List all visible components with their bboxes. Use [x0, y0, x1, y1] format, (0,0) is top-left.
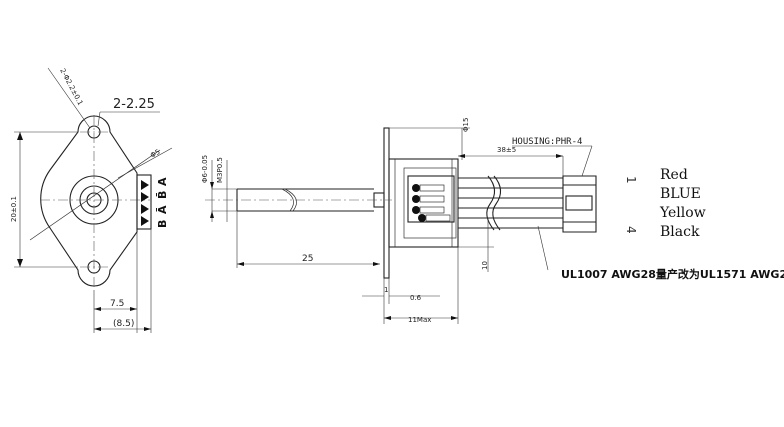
- height-label: 20±0.1: [10, 196, 18, 222]
- dia-15-label: Φ15: [462, 118, 470, 132]
- pin-block: [407, 175, 455, 223]
- flange-plate: [383, 127, 390, 279]
- wire-blue: BLUE: [660, 186, 701, 202]
- terminal-label-a-bar: Ā: [156, 205, 169, 214]
- flange-outline: [40, 115, 138, 287]
- terminal-block: [136, 174, 152, 230]
- terminal-label-a: A: [156, 177, 169, 186]
- offset-1-label: 1: [384, 286, 388, 294]
- cable-note-label: UL1007 AWG28量产改为UL1571 AWG28: [561, 267, 784, 281]
- terminal-label-b-bar: B̄: [156, 191, 169, 199]
- thread-label: M3P0.5: [216, 157, 224, 183]
- depth-10-label: 10: [481, 261, 489, 270]
- dia-6-label: Φ6-0.05: [201, 155, 209, 183]
- length-25-label: 25: [302, 254, 313, 264]
- pin-number-first: 1: [624, 176, 638, 184]
- dia-5-label: Φ5: [149, 148, 162, 160]
- radius-spec-label: 2-2.25: [113, 97, 155, 112]
- cable-length-label: 38±5: [497, 146, 516, 154]
- wire-colour-legend: 1 4 Red BLUE Yellow Black: [624, 167, 706, 240]
- thickness-0-6-label: 0.6: [410, 294, 422, 302]
- max-11-label: 11Max: [408, 316, 431, 324]
- terminal-label-b: B: [156, 220, 169, 228]
- housing-label: HOUSING:PHR-4: [512, 137, 582, 147]
- connector-housing: [562, 175, 597, 233]
- width-8-5-label: (8.5): [113, 319, 134, 329]
- side-view: Φ6-0.05 M3P0.5 Φ15 25 1 0.6 11Max 10: [201, 118, 784, 324]
- wire-black: Black: [660, 224, 700, 240]
- front-view: B Ā B̄ A 2-Φ2.2±0.1 2-2.25 Φ5 20±0.1 7.…: [10, 67, 173, 333]
- wire-yellow: Yellow: [659, 205, 706, 221]
- motor-body: [388, 158, 459, 248]
- pin-number-last: 4: [624, 226, 638, 234]
- wire-red: Red: [660, 167, 688, 183]
- width-7-5-label: 7.5: [110, 299, 124, 309]
